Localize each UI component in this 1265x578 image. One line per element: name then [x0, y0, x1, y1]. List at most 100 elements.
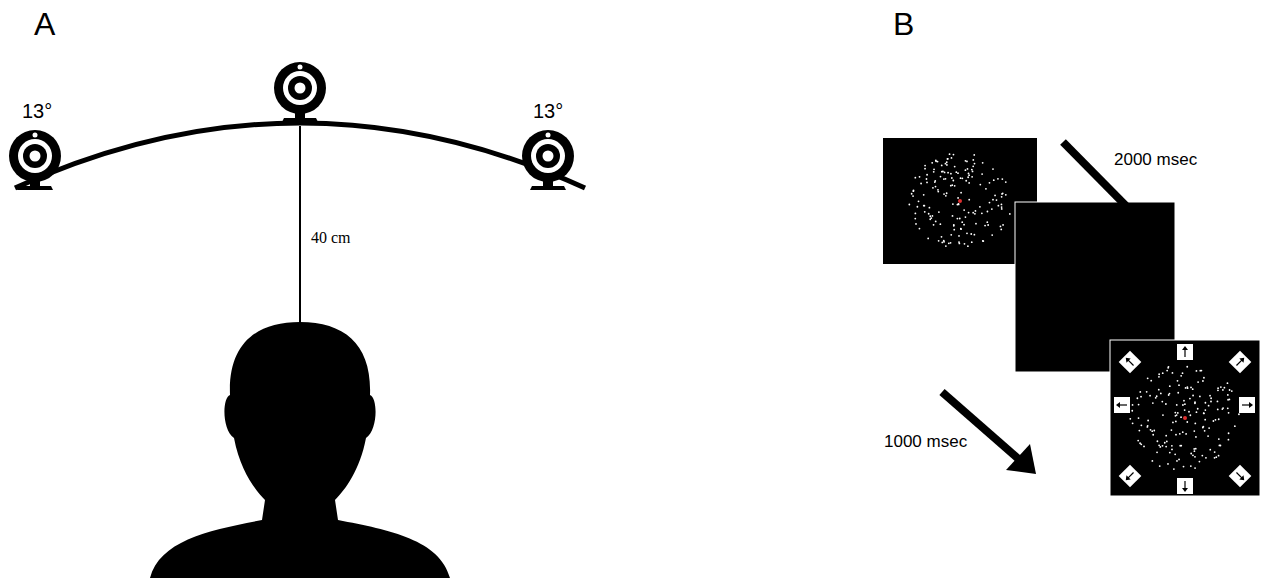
- dot: [923, 205, 925, 207]
- dot: [963, 224, 965, 226]
- dot: [1218, 418, 1220, 420]
- dot: [1187, 387, 1189, 389]
- dot: [986, 221, 988, 223]
- dot: [1152, 434, 1154, 436]
- dot: [1129, 418, 1131, 420]
- dot: [1192, 454, 1194, 456]
- dot: [1180, 445, 1182, 447]
- dot: [1162, 372, 1164, 374]
- dot: [951, 157, 953, 159]
- dot: [1227, 407, 1229, 409]
- dot: [1202, 426, 1204, 428]
- angle-label: 13°: [22, 100, 52, 123]
- dot: [916, 206, 918, 208]
- arrow-button: [1177, 478, 1193, 494]
- dot: [1204, 419, 1206, 421]
- button-arrow-head: [1182, 346, 1188, 350]
- dot: [965, 169, 967, 171]
- button-box: [1239, 397, 1255, 413]
- dot: [1162, 445, 1164, 447]
- dot: [923, 194, 925, 196]
- dot: [1001, 204, 1003, 206]
- dot: [1196, 411, 1198, 413]
- button-box: [1119, 351, 1142, 374]
- dot: [929, 215, 931, 217]
- dot: [1153, 430, 1155, 432]
- dot: [1146, 391, 1148, 393]
- dot: [952, 180, 954, 182]
- dot: [1179, 433, 1181, 435]
- dot: [1204, 409, 1206, 411]
- dot: [1162, 414, 1164, 416]
- dot: [1214, 457, 1216, 459]
- dot: [1000, 229, 1002, 231]
- dot: [971, 169, 973, 171]
- dot: [1189, 398, 1191, 400]
- dot: [933, 224, 935, 226]
- duration-label: 1000 msec: [884, 432, 967, 452]
- dot: [968, 173, 970, 175]
- button-box: [1119, 465, 1142, 488]
- dot: [1208, 405, 1210, 407]
- dot: [1156, 395, 1158, 397]
- dot: [928, 213, 930, 215]
- dot: [1182, 431, 1184, 433]
- dot: [1213, 420, 1215, 422]
- button-box: [1177, 478, 1193, 494]
- response-buttons: [1114, 344, 1255, 494]
- dot: [1228, 399, 1230, 401]
- dot: [1182, 372, 1184, 374]
- dot: [996, 199, 998, 201]
- dot: [1190, 465, 1192, 467]
- dot: [935, 160, 937, 162]
- dot: [1185, 433, 1187, 435]
- dot: [908, 204, 910, 206]
- dot: [1166, 441, 1168, 443]
- dot: [912, 195, 914, 197]
- dot: [934, 180, 936, 182]
- dot: [967, 245, 969, 247]
- dot: [926, 182, 928, 184]
- dot: [963, 209, 965, 211]
- dot: [1209, 395, 1211, 397]
- dot: [984, 225, 986, 227]
- dot: [979, 206, 981, 208]
- dot: [971, 241, 973, 243]
- dot: [979, 184, 981, 186]
- dot: [1161, 401, 1163, 403]
- dot: [950, 173, 952, 175]
- dot: [1218, 438, 1220, 440]
- dot: [946, 161, 948, 163]
- dot: [1150, 429, 1152, 431]
- dot: [961, 221, 963, 223]
- dot: [937, 189, 939, 191]
- dot: [1197, 381, 1199, 383]
- dot: [992, 168, 994, 170]
- dot: [1195, 436, 1197, 438]
- dot: [1159, 465, 1161, 467]
- dot: [985, 188, 987, 190]
- dot: [1197, 408, 1199, 410]
- dot: [932, 187, 934, 189]
- webcam-icon: [274, 62, 326, 122]
- dot: [919, 176, 921, 178]
- dot: [972, 165, 974, 167]
- arrow-button: [1119, 351, 1142, 374]
- dot: [1210, 397, 1212, 399]
- dot: [951, 177, 953, 179]
- dot: [989, 202, 991, 204]
- dot: [1201, 455, 1203, 457]
- dot: [932, 215, 934, 217]
- dot: [1229, 389, 1231, 391]
- dot: [970, 233, 972, 235]
- dot: [972, 171, 974, 173]
- dot: [939, 223, 941, 225]
- dot: [1139, 442, 1141, 444]
- dot: [1219, 445, 1221, 447]
- dot: [960, 177, 962, 179]
- dot: [1238, 413, 1240, 415]
- dot: [1169, 452, 1171, 454]
- dot: [941, 165, 943, 167]
- dot: [914, 177, 916, 179]
- dot: [927, 238, 929, 240]
